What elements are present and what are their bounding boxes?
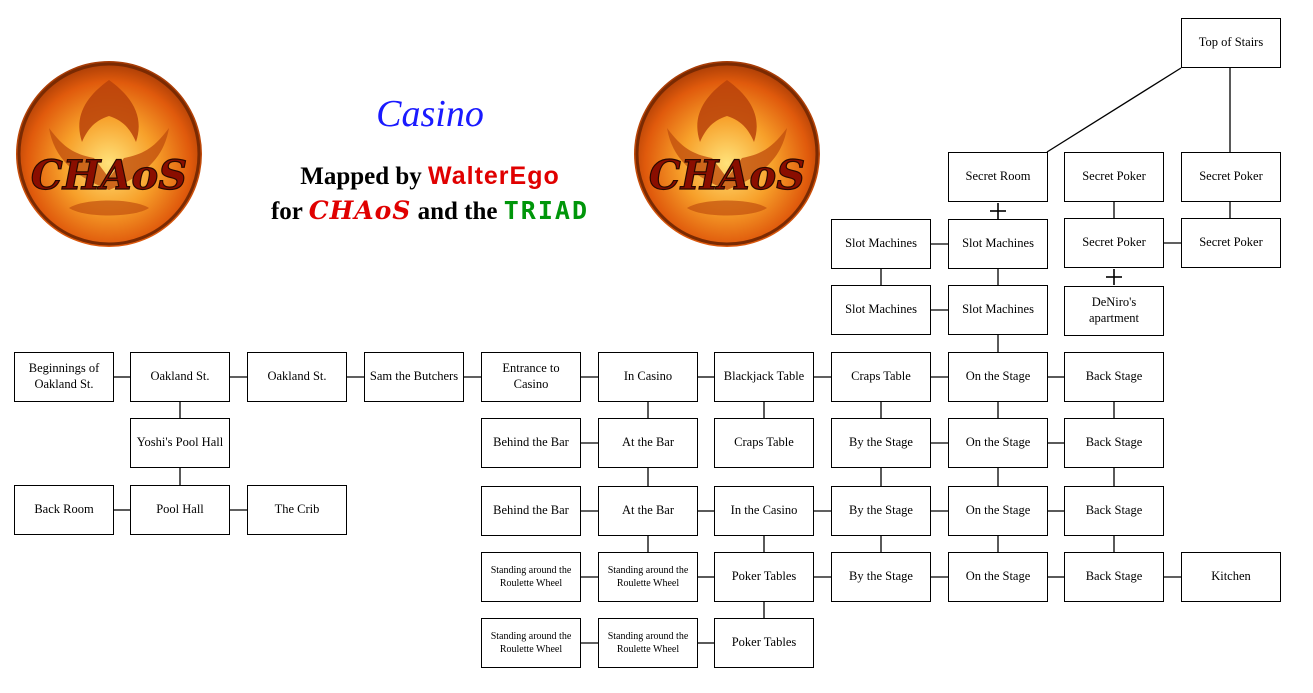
up-down-exit-icon	[990, 203, 1006, 219]
room-slot-machines[interactable]: Slot Machines	[948, 219, 1048, 269]
map-title: Casino	[376, 93, 484, 135]
credit-line-mapped-by: Mapped by WalterEgo	[215, 162, 645, 191]
room-back-stage[interactable]: Back Stage	[1064, 486, 1164, 536]
room-roulette-wheel[interactable]: Standing around the Roulette Wheel	[481, 618, 581, 668]
phoenix-icon	[79, 80, 139, 142]
chaos-logo-left: CHAoS	[16, 61, 202, 247]
room-by-the-stage[interactable]: By the Stage	[831, 418, 931, 468]
room-secret-poker[interactable]: Secret Poker	[1181, 152, 1281, 202]
room-by-the-stage[interactable]: By the Stage	[831, 552, 931, 602]
guild-name: CHAoS	[308, 196, 412, 225]
room-sam-the-butchers[interactable]: Sam the Butchers	[364, 352, 464, 402]
room-on-the-stage[interactable]: On the Stage	[948, 418, 1048, 468]
room-blackjack-table[interactable]: Blackjack Table	[714, 352, 814, 402]
logo-wordmark: CHAoS	[31, 152, 187, 199]
mapped-by-label: Mapped by	[300, 163, 429, 190]
room-behind-the-bar[interactable]: Behind the Bar	[481, 418, 581, 468]
room-the-crib[interactable]: The Crib	[247, 485, 347, 535]
room-on-the-stage[interactable]: On the Stage	[948, 552, 1048, 602]
room-oakland-st[interactable]: Oakland St.	[130, 352, 230, 402]
credit-line-for: for CHAoS and the TRIAD	[215, 196, 645, 226]
room-beginnings-of-oakland-st[interactable]: Beginnings of Oakland St.	[14, 352, 114, 402]
room-poker-tables[interactable]: Poker Tables	[714, 618, 814, 668]
room-behind-the-bar[interactable]: Behind the Bar	[481, 486, 581, 536]
room-slot-machines[interactable]: Slot Machines	[831, 285, 931, 335]
room-on-the-stage[interactable]: On the Stage	[948, 486, 1048, 536]
room-back-stage[interactable]: Back Stage	[1064, 352, 1164, 402]
connection-line	[1046, 67, 1182, 153]
room-secret-poker[interactable]: Secret Poker	[1181, 218, 1281, 268]
logo-wordmark: CHAoS	[649, 152, 805, 199]
room-roulette-wheel[interactable]: Standing around the Roulette Wheel	[598, 552, 698, 602]
and-the-label: and the	[411, 198, 504, 225]
room-yoshis-pool-hall[interactable]: Yoshi's Pool Hall	[130, 418, 230, 468]
author-name: WalterEgo	[428, 162, 560, 190]
room-by-the-stage[interactable]: By the Stage	[831, 486, 931, 536]
room-at-the-bar[interactable]: At the Bar	[598, 418, 698, 468]
room-craps-table[interactable]: Craps Table	[714, 418, 814, 468]
room-back-stage[interactable]: Back Stage	[1064, 418, 1164, 468]
room-secret-poker[interactable]: Secret Poker	[1064, 218, 1164, 268]
room-back-room[interactable]: Back Room	[14, 485, 114, 535]
room-kitchen[interactable]: Kitchen	[1181, 552, 1281, 602]
room-secret-poker[interactable]: Secret Poker	[1064, 152, 1164, 202]
logo-disc	[634, 61, 820, 247]
room-deniros-apartment[interactable]: DeNiro's apartment	[1064, 286, 1164, 336]
room-top-of-stairs[interactable]: Top of Stairs	[1181, 18, 1281, 68]
room-in-the-casino[interactable]: In the Casino	[714, 486, 814, 536]
room-back-stage[interactable]: Back Stage	[1064, 552, 1164, 602]
room-craps-table[interactable]: Craps Table	[831, 352, 931, 402]
room-slot-machines[interactable]: Slot Machines	[831, 219, 931, 269]
room-secret-room[interactable]: Secret Room	[948, 152, 1048, 202]
chaos-logo-right: CHAoS	[634, 61, 820, 247]
room-at-the-bar[interactable]: At the Bar	[598, 486, 698, 536]
room-roulette-wheel[interactable]: Standing around the Roulette Wheel	[481, 552, 581, 602]
room-poker-tables[interactable]: Poker Tables	[714, 552, 814, 602]
room-on-the-stage[interactable]: On the Stage	[948, 352, 1048, 402]
room-roulette-wheel[interactable]: Standing around the Roulette Wheel	[598, 618, 698, 668]
room-in-casino[interactable]: In Casino	[598, 352, 698, 402]
room-slot-machines[interactable]: Slot Machines	[948, 285, 1048, 335]
room-pool-hall[interactable]: Pool Hall	[130, 485, 230, 535]
room-entrance-to-casino[interactable]: Entrance to Casino	[481, 352, 581, 402]
room-oakland-st[interactable]: Oakland St.	[247, 352, 347, 402]
for-label: for	[270, 198, 309, 225]
phoenix-icon	[697, 80, 757, 142]
logo-disc	[16, 61, 202, 247]
group-name: TRIAD	[503, 196, 590, 225]
up-down-exit-icon	[1106, 269, 1122, 285]
